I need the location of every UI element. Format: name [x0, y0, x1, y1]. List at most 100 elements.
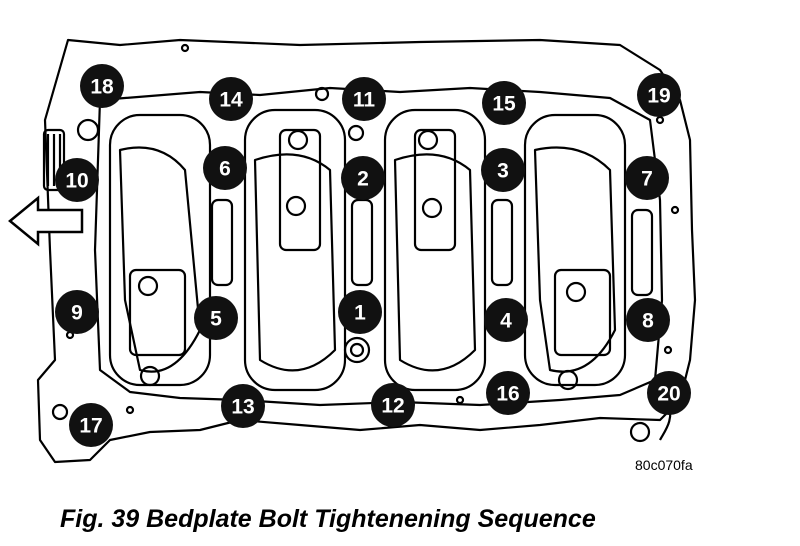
- bolt-head: [137, 275, 159, 297]
- bay-3: [383, 108, 487, 392]
- mount-hole: [125, 405, 135, 415]
- bolt-badge-circle: [371, 383, 415, 427]
- bolt-badge-4: 4: [484, 298, 528, 342]
- bolt-badge-number: 15: [492, 93, 516, 116]
- bolt-head: [285, 195, 307, 217]
- bolt-badge-circle: [55, 290, 99, 334]
- bolt-badge-circle: [625, 156, 669, 200]
- dowel-hole: [349, 342, 365, 358]
- crank-throw-3: [393, 153, 477, 372]
- bolt-badge-8: 8: [626, 298, 670, 342]
- bolt-badge-circle: [55, 158, 99, 202]
- bolt-badge-circle: [341, 156, 385, 200]
- bearing-cap-1: [128, 268, 187, 357]
- bolt-badge-7: 7: [625, 156, 669, 200]
- mount-hole: [655, 115, 665, 125]
- bolt-badge-circle: [80, 64, 124, 108]
- bolt-badge-19: 19: [637, 73, 681, 117]
- bolt-badge-circle: [626, 298, 670, 342]
- bolt-badge-16: 16: [486, 371, 530, 415]
- bolt-badge-number: 14: [219, 89, 243, 112]
- bolt-badge-circle: [481, 148, 525, 192]
- bolt-badge-number: 9: [71, 302, 83, 325]
- dowel-hole: [347, 124, 365, 142]
- bolt-badge-number: 6: [219, 158, 231, 181]
- bolt-head: [565, 281, 587, 303]
- side-gear: [42, 128, 66, 192]
- bolt-badge-circle: [69, 403, 113, 447]
- bolt-badge-circle: [221, 384, 265, 428]
- bolt-badge-11: 11: [342, 77, 386, 121]
- bolt-badge-10: 10: [55, 158, 99, 202]
- bolt-badge-circle: [338, 290, 382, 334]
- crank-throw-1: [118, 146, 202, 373]
- bolt-badge-3: 3: [481, 148, 525, 192]
- bolt-badge-2: 2: [341, 156, 385, 200]
- dowel-hole: [314, 86, 330, 102]
- mount-hole: [51, 403, 69, 421]
- slot-1: [210, 198, 234, 287]
- bolt-badge-number: 12: [381, 395, 404, 418]
- bolt-badge-14: 14: [209, 77, 253, 121]
- bolt-badge-12: 12: [371, 383, 415, 427]
- mount-hole: [629, 421, 651, 443]
- bolt-head: [557, 369, 579, 391]
- bolt-badge-number: 5: [210, 308, 222, 331]
- bolt-badge-number: 11: [353, 89, 376, 112]
- bolt-badge-circle: [194, 296, 238, 340]
- bolt-badge-number: 16: [496, 383, 519, 406]
- bedplate-outline: [36, 38, 697, 464]
- bolt-badge-number: 3: [497, 160, 509, 183]
- bolt-badge-5: 5: [194, 296, 238, 340]
- mount-hole: [663, 345, 673, 355]
- bolt-badge-9: 9: [55, 290, 99, 334]
- bolt-badge-number: 13: [231, 396, 254, 419]
- bolt-badge-circle: [342, 77, 386, 121]
- bolt-badge-circle: [647, 371, 691, 415]
- bolt-head: [76, 118, 100, 142]
- bolt-head: [421, 197, 443, 219]
- figure-caption: Fig. 39 Bedplate Bolt Tightenening Seque…: [60, 505, 596, 533]
- mount-hole: [455, 395, 465, 405]
- bolt-badge-number: 8: [642, 310, 654, 333]
- bolt-badge-circle: [637, 73, 681, 117]
- mount-hole: [180, 43, 190, 53]
- bolt-badge-circle: [486, 371, 530, 415]
- bolt-head: [139, 365, 161, 387]
- bolt-badge-number: 19: [647, 85, 670, 108]
- bay-1: [108, 113, 212, 387]
- bolt-head: [287, 129, 309, 151]
- bolt-badge-20: 20: [647, 371, 691, 415]
- bearing-cap-2: [278, 128, 322, 252]
- bolt-badge-number: 18: [90, 76, 114, 99]
- bolt-badge-1: 1: [338, 290, 382, 334]
- bolt-badge-number: 4: [500, 310, 512, 333]
- bolt-badge-number: 7: [641, 168, 653, 191]
- crank-throw-2: [253, 153, 337, 372]
- arrow-left-icon: [8, 195, 84, 247]
- slot-3: [490, 198, 514, 287]
- bearing-cap-3: [413, 128, 457, 252]
- bolt-badge-number: 1: [354, 302, 366, 325]
- bolt-badge-number: 20: [657, 383, 680, 406]
- bolt-badge-circle: [203, 146, 247, 190]
- bolt-badge-circle: [484, 298, 528, 342]
- bolt-badge-18: 18: [80, 64, 124, 108]
- bay-2: [243, 108, 347, 392]
- mount-hole: [670, 205, 680, 215]
- bolt-badge-number: 17: [79, 415, 102, 438]
- reference-code: 80c070fa: [635, 457, 693, 473]
- bearing-cap-4: [553, 268, 612, 357]
- bolt-badge-number: 10: [65, 170, 88, 193]
- dowel-hole: [343, 336, 371, 364]
- bolt-head: [417, 129, 439, 151]
- slot-2: [350, 198, 374, 287]
- bolt-badge-15: 15: [482, 81, 526, 125]
- slot-4: [630, 208, 654, 297]
- bolt-badge-circle: [209, 77, 253, 121]
- bolt-badge-6: 6: [203, 146, 247, 190]
- bolt-badge-number: 2: [357, 168, 369, 191]
- bolt-badge-circle: [482, 81, 526, 125]
